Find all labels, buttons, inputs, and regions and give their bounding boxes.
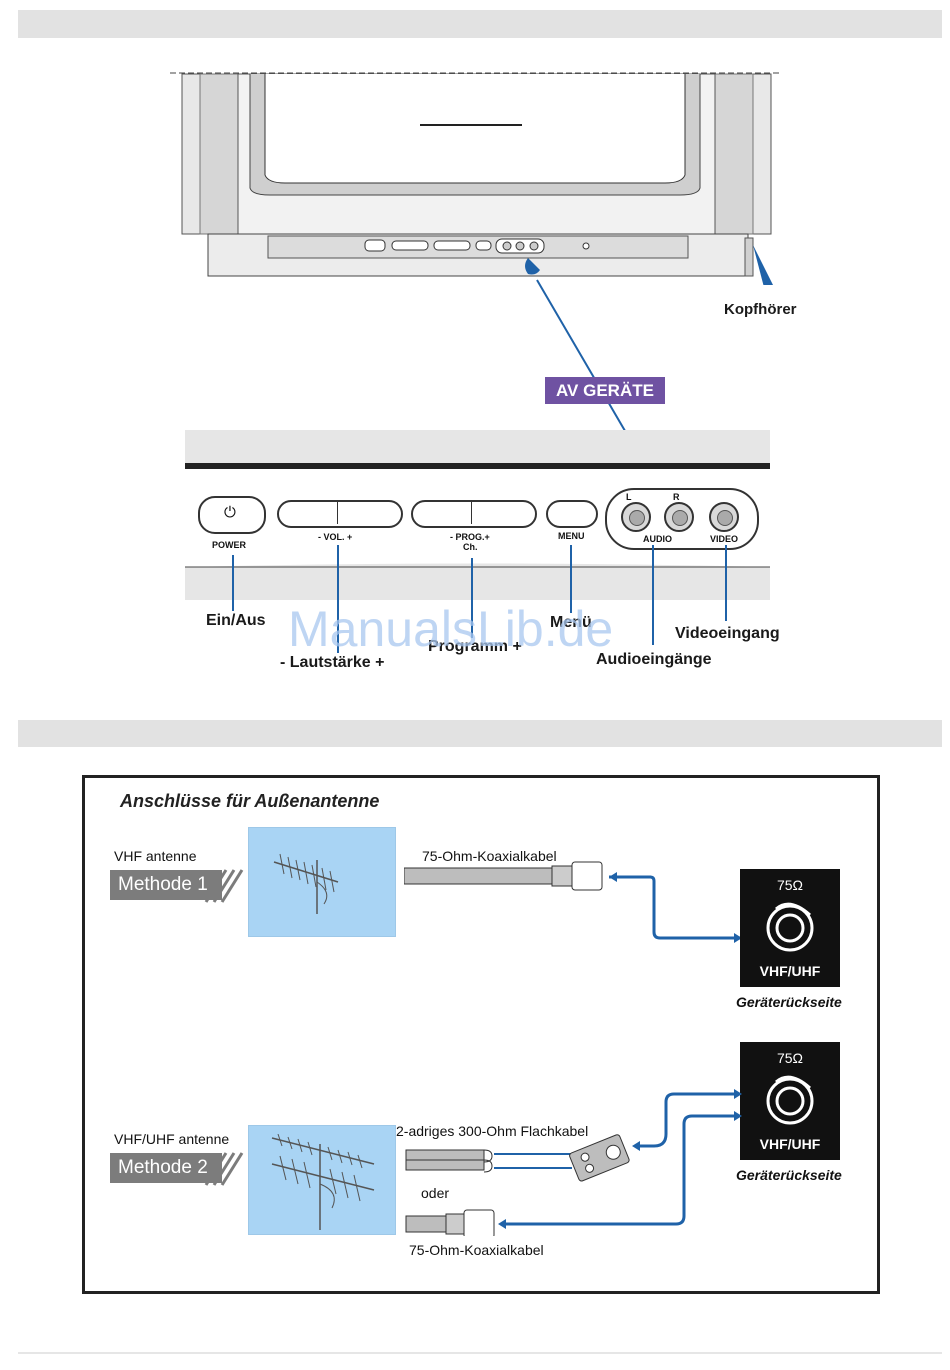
audio-right-jack	[664, 502, 694, 532]
menu-callout: Menü	[550, 614, 592, 631]
method1-cable-label: 75-Ohm-Koaxialkabel	[422, 848, 557, 864]
method1-rf-socket-icon	[766, 902, 814, 952]
method2-or-label: oder	[421, 1185, 450, 1201]
method2-badge: Methode 2	[110, 1153, 222, 1183]
control-panel-closeup	[185, 430, 770, 600]
power-leader-line	[232, 555, 234, 611]
volume-leader-line	[337, 545, 339, 653]
method2-antenna-label: VHF/UHF antenne	[114, 1131, 230, 1147]
channel-text: Ch.	[463, 542, 478, 552]
av-devices-badge: AV GERÄTE	[545, 377, 665, 404]
method2-rear-panel: 75Ω VHF/UHF	[740, 1042, 840, 1160]
method1-antenna-image	[248, 827, 396, 937]
volume-text: - VOL. +	[318, 532, 353, 542]
volume-button-divider	[337, 502, 338, 524]
method1-rear-caption: Geräterückseite	[736, 994, 842, 1010]
method2-badge-stripes	[204, 1152, 244, 1186]
menu-text: MENU	[558, 531, 585, 541]
method2-rear-caption: Geräterückseite	[736, 1167, 842, 1183]
headphone-label: Kopfhörer	[724, 301, 797, 318]
method2-rear-ohm: 75Ω	[776, 1050, 804, 1066]
method1-rear-ohm: 75Ω	[776, 877, 804, 893]
video-text: VIDEO	[710, 534, 739, 544]
audio-right-text: R	[673, 492, 680, 502]
menu-leader-line	[570, 545, 572, 613]
volume-callout: - Lautstärke +	[280, 654, 385, 671]
audio-text: AUDIO	[643, 534, 672, 544]
audio-leader-line	[652, 545, 654, 645]
method1-badge-stripes	[204, 869, 244, 903]
video-jack	[709, 502, 739, 532]
volume-button	[277, 500, 403, 528]
antenna-connection-box	[82, 775, 880, 1294]
audio-left-text: L	[626, 492, 632, 502]
footer-rule	[18, 1352, 942, 1354]
method2-rf-socket-icon	[766, 1075, 814, 1125]
video-input-callout: Videoeingang	[675, 625, 780, 642]
program-callout: Programm +	[428, 638, 522, 655]
power-button	[198, 496, 266, 534]
watermark: ManualsLib.de	[288, 601, 614, 657]
method1-antenna-label: VHF antenne	[114, 848, 197, 864]
program-button-divider	[471, 502, 472, 524]
method2-flat-cable-label: 2-adriges 300-Ohm Flachkabel	[396, 1123, 589, 1139]
method2-antenna-image	[248, 1125, 396, 1235]
program-leader-line	[471, 558, 473, 638]
power-text: POWER	[212, 540, 247, 550]
method1-rear-panel: 75Ω VHF/UHF	[740, 869, 840, 987]
method2-coax-cable-label: 75-Ohm-Koaxialkabel	[409, 1242, 544, 1258]
audio-inputs-callout: Audioeingänge	[596, 651, 712, 668]
method2-cables	[405, 1089, 742, 1236]
video-leader-line	[725, 545, 727, 621]
program-text: - PROG.+	[450, 532, 490, 542]
audio-left-jack	[621, 502, 651, 532]
method2-rear-band: VHF/UHF	[759, 1136, 821, 1152]
program-button	[411, 500, 537, 528]
menu-button	[546, 500, 598, 528]
vhf-uhf-antenna-icon	[271, 1134, 375, 1230]
section-header-bar-top	[18, 10, 942, 38]
method1-badge: Methode 1	[110, 870, 222, 900]
vhf-antenna-icon	[273, 853, 339, 914]
tv-front-illustration	[170, 72, 780, 285]
section-header-bar-antenna	[18, 720, 942, 747]
antenna-section-heading: Anschlüsse für Außenantenne	[120, 791, 380, 811]
power-callout: Ein/Aus	[206, 612, 266, 629]
method1-rear-band: VHF/UHF	[759, 963, 821, 979]
method1-coax-cable	[404, 861, 742, 943]
power-symbol: ⏻	[224, 504, 236, 521]
